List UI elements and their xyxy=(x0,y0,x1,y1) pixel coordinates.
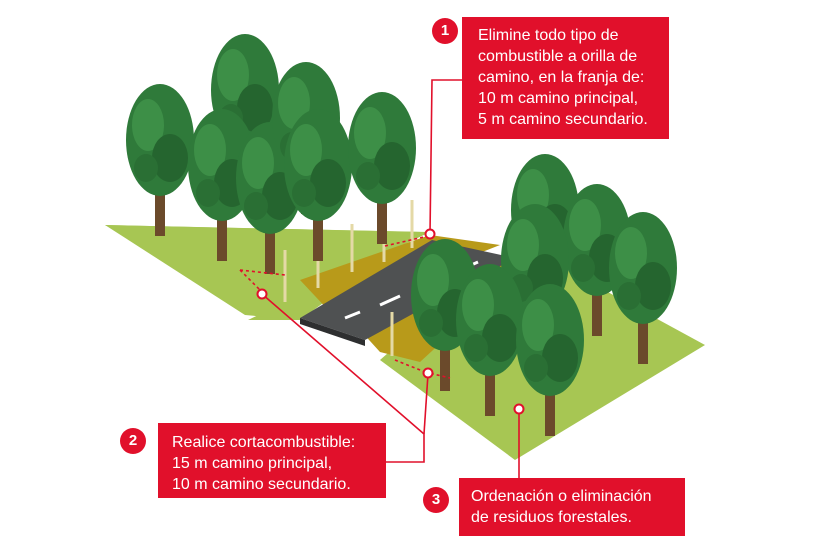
callout-fuel-removal: Elimine todo tipo de combustible a orill… xyxy=(462,17,669,139)
step-number-1: 1 xyxy=(432,18,458,44)
lane-marking xyxy=(379,294,401,307)
step-number-3: 3 xyxy=(423,487,449,513)
left-grass-top xyxy=(105,225,420,320)
marker-dots xyxy=(256,228,525,415)
measurement-lines xyxy=(239,235,451,379)
leader-lines xyxy=(261,79,520,478)
callout-text: Realice cortacombustible: 15 m camino pr… xyxy=(172,434,356,493)
road-edge xyxy=(300,318,365,346)
callout-text: Elimine todo tipo de combustible a orill… xyxy=(478,27,648,128)
callout-text: Ordenación o eliminación de residuos for… xyxy=(471,488,652,526)
step-number-2: 2 xyxy=(120,428,146,454)
lane-marking xyxy=(344,310,361,320)
callout-firebreak: Realice cortacombustible: 15 m camino pr… xyxy=(158,423,386,498)
callout-forest-residue: Ordenación o eliminación de residuos for… xyxy=(459,478,685,536)
tree xyxy=(126,84,194,236)
tree xyxy=(348,92,416,244)
